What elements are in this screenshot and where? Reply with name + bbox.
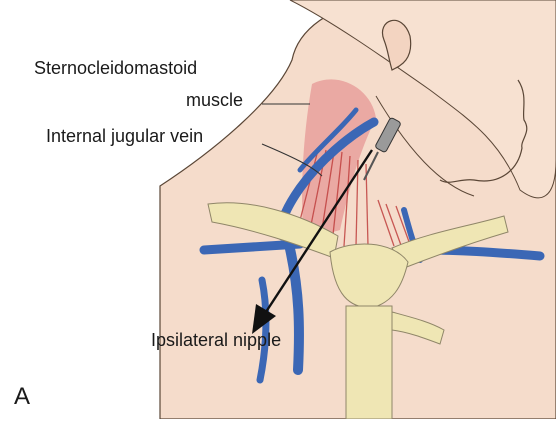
- nipple-label: Ipsilateral nipple: [151, 330, 281, 350]
- panel-label: A: [14, 384, 30, 410]
- scm-label-line2: muscle: [186, 90, 243, 110]
- scm-label-line1: Sternocleidomastoid: [34, 58, 197, 78]
- sternum-body: [346, 306, 392, 419]
- ijv-label: Internal jugular vein: [46, 126, 203, 146]
